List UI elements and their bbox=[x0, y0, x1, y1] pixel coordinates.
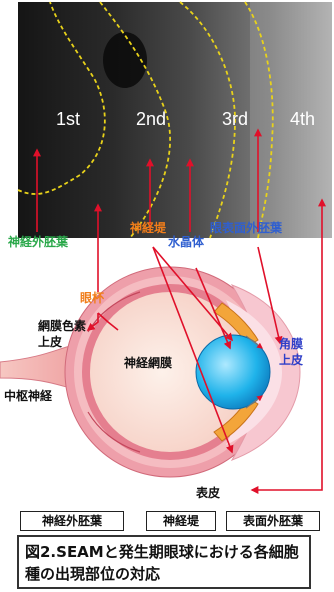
label-ocular-surface-ectoderm: 眼表面外胚葉 bbox=[210, 220, 283, 235]
zone-label-4: 4th bbox=[290, 109, 315, 129]
legend-neural-crest: 神経堤 bbox=[146, 511, 216, 531]
legend-neural-ectoderm: 神経外胚葉 bbox=[20, 511, 124, 531]
label-rpe-2: 上皮 bbox=[38, 334, 62, 349]
label-neural-ectoderm: 神経外胚葉 bbox=[8, 234, 69, 249]
label-lens: 水晶体 bbox=[168, 234, 205, 249]
zone-label-2: 2nd bbox=[136, 109, 166, 129]
label-neural-retina: 神経網膜 bbox=[124, 355, 172, 370]
zone-label-1: 1st bbox=[56, 109, 80, 129]
label-rpe: 網膜色素 bbox=[38, 318, 86, 333]
micrograph: 1st 2nd 3rd 4th bbox=[18, 2, 332, 238]
eye-schematic bbox=[0, 267, 300, 477]
label-corneal-epithelium: 角膜 bbox=[279, 336, 303, 351]
label-central-nerve: 中枢神経 bbox=[4, 388, 53, 403]
figure-caption: 図2.SEAMと発生期眼球における各細胞種の出現部位の対応 bbox=[17, 535, 311, 589]
label-neural-crest: 神経堤 bbox=[130, 220, 167, 235]
label-optic-cup: 眼杯 bbox=[80, 290, 105, 305]
label-corneal-epithelium-2: 上皮 bbox=[279, 352, 303, 367]
label-epidermis: 表皮 bbox=[195, 485, 220, 500]
legend-surface-ectoderm: 表面外胚葉 bbox=[226, 511, 320, 531]
zone-label-3: 3rd bbox=[222, 109, 248, 129]
